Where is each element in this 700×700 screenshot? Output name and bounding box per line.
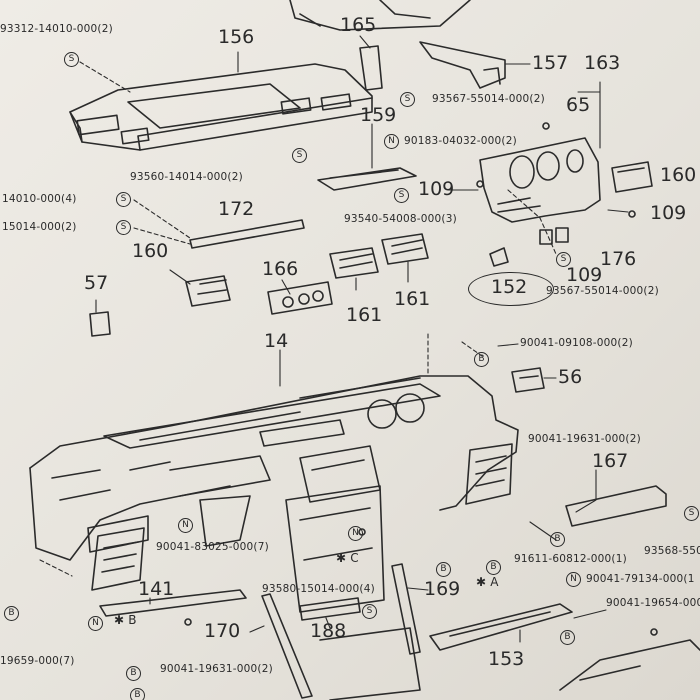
circled-ref-152 [468, 272, 554, 306]
bracket-167 [565, 485, 667, 527]
symbol-n: N [384, 134, 399, 149]
switch-160-right [611, 161, 653, 193]
part-number-15: 93580-15014-000(4) [262, 583, 375, 595]
ref-157: 157 [532, 52, 569, 74]
ref-156: 156 [218, 26, 255, 48]
part-number-11: 90041-83025-000(7) [156, 541, 269, 553]
part-number-13: 93568-550 [644, 545, 700, 557]
lower-right-panel [559, 639, 700, 691]
part-number-9: 90041-09108-000(2) [520, 337, 633, 349]
part-number-7: 93540-54008-000(3) [344, 213, 457, 225]
ref-163: 163 [584, 52, 621, 74]
ref-14: 14 [264, 330, 289, 352]
part-number-2: 93567-55014-000(2) [432, 93, 545, 105]
symbol-s: S [292, 148, 307, 163]
symbol-s: S [400, 92, 415, 107]
symbol-n: N [566, 572, 581, 587]
switch-166 [267, 281, 333, 315]
meter-cluster-163 [479, 137, 601, 245]
symbol-s: S [362, 604, 377, 619]
brace-169 [391, 563, 421, 655]
part-number-18: 90041-19631-000(2) [160, 663, 273, 675]
upper-dash-cover-156 [69, 63, 373, 151]
part-152-item [489, 247, 509, 267]
part-number-17: 19659-000(7) [0, 655, 75, 667]
part-number-10: 90041-19631-000(2) [528, 433, 641, 445]
top-brackets [289, 0, 506, 91]
ref-165: 165 [340, 14, 377, 36]
rod-172 [189, 219, 305, 249]
ref-109-c: 109 [566, 264, 603, 286]
symbol-b: B [560, 630, 575, 645]
symbol-b: B [4, 606, 19, 621]
ref-159: 159 [360, 104, 397, 126]
panel-188 [299, 597, 361, 621]
instrument-panel-14 [29, 375, 519, 613]
part-56 [511, 367, 545, 393]
ref-160-left: 160 [132, 240, 169, 262]
ref-161-a: 161 [346, 304, 383, 326]
ref-65: 65 [566, 94, 591, 116]
leader-lines [39, 61, 557, 577]
marker-c: ✱ C [336, 551, 359, 565]
symbol-s: S [684, 506, 699, 521]
brace-170 [261, 593, 313, 699]
ref-161-b: 161 [394, 288, 431, 310]
symbol-n: N [348, 526, 363, 541]
duct-153 [429, 603, 573, 651]
symbol-n: N [88, 616, 103, 631]
ref-188: 188 [310, 620, 347, 642]
symbol-b: B [126, 666, 141, 681]
symbol-s: S [394, 188, 409, 203]
part-number-1: 93312-14010-000(2) [0, 23, 113, 35]
part-number-6: 15014-000(2) [2, 221, 77, 233]
switch-161-a [329, 247, 379, 279]
part-number-16: 90041-19654-000 [606, 597, 700, 609]
box-155 [319, 627, 421, 700]
ref-57: 57 [84, 272, 109, 294]
part-number-3: 90183-04032-000(2) [404, 135, 517, 147]
ref-152: 152 [491, 276, 528, 298]
ref-109-a: 109 [418, 178, 455, 200]
ref-109-b: 109 [650, 202, 687, 224]
ref-172: 172 [218, 198, 255, 220]
marker-b: ✱ B [114, 613, 137, 627]
symbol-b: B [130, 688, 145, 700]
symbol-b: B [486, 560, 501, 575]
ref-141: 141 [138, 578, 175, 600]
symbol-b: B [550, 532, 565, 547]
ref-167: 167 [592, 450, 629, 472]
switch-161-b [381, 233, 429, 265]
symbol-b: B [474, 352, 489, 367]
symbol-s: S [556, 252, 571, 267]
ref-176: 176 [600, 248, 637, 270]
ref-170: 170 [204, 620, 241, 642]
symbol-n: N [178, 518, 193, 533]
ref-166: 166 [262, 258, 299, 280]
solid-leaders [95, 35, 629, 643]
symbol-s: S [64, 52, 79, 67]
part-number-14: 90041-79134-000(1 [586, 573, 695, 585]
marker-a: ✱ A [476, 575, 499, 589]
ref-160-right: 160 [660, 164, 697, 186]
ref-153: 153 [488, 648, 525, 670]
part-number-8: 93567-55014-000(2) [546, 285, 659, 297]
symbol-b: B [436, 562, 451, 577]
symbol-s: S [116, 220, 131, 235]
panel-159 [317, 167, 417, 191]
part-number-4: 93560-14014-000(2) [130, 171, 243, 183]
switch-160-left [185, 275, 231, 307]
symbol-s: S [116, 192, 131, 207]
brace-141 [99, 589, 247, 617]
part-number-12: 91611-60812-000(1) [514, 553, 627, 565]
part-57 [89, 311, 111, 337]
ref-56: 56 [558, 366, 583, 388]
part-number-5: 14010-000(4) [2, 193, 77, 205]
ref-169: 169 [424, 578, 461, 600]
